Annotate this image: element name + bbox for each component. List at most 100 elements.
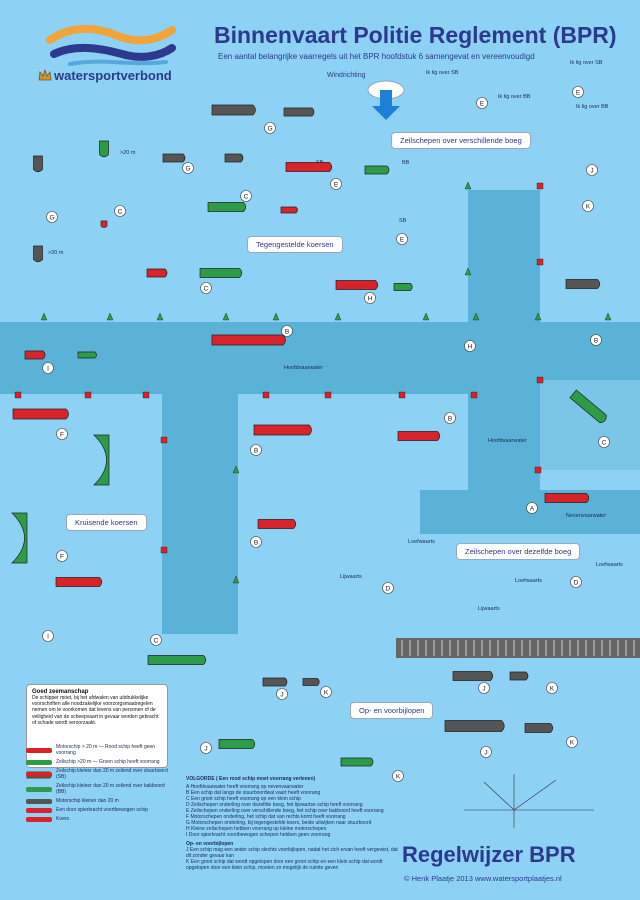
svg-text:C: C	[244, 193, 249, 200]
rules-order-list: A Hoofdvaarwater heeft voorrang op neven…	[186, 784, 402, 838]
marker-a-21: A	[526, 502, 538, 514]
rule-item-5: F Motorschepen onderling, het schip dat …	[186, 814, 346, 820]
marker-c-6: C	[200, 282, 212, 294]
label-ik-bb-2: Ik lig over BB	[576, 104, 609, 110]
marker-e-19: E	[572, 86, 584, 98]
legend-swatch-1	[26, 759, 52, 765]
ship-green-c	[207, 202, 247, 212]
svg-text:K: K	[550, 685, 555, 692]
buoy-19	[464, 267, 472, 276]
legend: Motorschip > 20 m — Rood schip heeft gee…	[26, 744, 176, 825]
brand-name: watersportverbond	[54, 68, 172, 83]
svg-text:K: K	[324, 689, 329, 696]
marker-c-20: C	[598, 436, 610, 448]
label-gt20-2: >20 m	[48, 250, 64, 256]
marker-c-4: C	[240, 190, 252, 202]
label-lijwaarts-2: Lijwaarts	[478, 606, 500, 612]
ship-grey-g2	[283, 107, 315, 117]
ship-grey-g4	[224, 153, 244, 163]
marker-h-11: H	[464, 340, 476, 352]
buoy-11	[84, 391, 92, 399]
svg-text:G: G	[267, 125, 272, 132]
legend-row-1: Zeilschip >20 m — Groen schip heeft voor…	[26, 759, 176, 765]
marker-b-14: B	[444, 412, 456, 424]
legend-text-4: Motorschip kleiner dan 20 m	[56, 798, 119, 804]
buoy-17	[536, 376, 544, 384]
marker-k-16: K	[582, 200, 594, 212]
ship-grey-j2	[452, 671, 494, 681]
svg-text:C: C	[204, 285, 209, 292]
svg-text:H: H	[368, 295, 373, 302]
ship-grey-vertical	[33, 155, 43, 173]
label-loefwaarts-3: Loefwaarts	[596, 562, 623, 568]
svg-text:F: F	[60, 553, 64, 560]
label-same-tack: Zeilschepen over dezelfde boeg	[456, 543, 581, 560]
ship-grey-j3	[444, 720, 505, 732]
crown-icon	[38, 68, 52, 81]
marker-e-8: E	[396, 233, 408, 245]
legend-row-3: Zeilschip kleiner dan 20 m zeilend over …	[26, 783, 176, 795]
legend-swatch-2	[26, 771, 52, 777]
buoy-24	[232, 465, 240, 474]
ship-grey-j	[262, 677, 288, 687]
legend-text-2: Zeilschip kleiner dan 20 m zeilend over …	[56, 768, 168, 780]
marker-j-32: J	[200, 742, 212, 754]
ship-grey-right	[565, 279, 601, 289]
ship-green-j4	[340, 757, 374, 767]
ship-red-small	[100, 220, 108, 228]
good-seamanship-box: Goed zeemanschap De schipper moet, bij h…	[26, 684, 168, 768]
marker-d-24: D	[382, 582, 394, 594]
marker-j-34: J	[480, 746, 492, 758]
ship-red-c2	[280, 206, 298, 214]
legend-row-6: Koers	[26, 816, 176, 822]
label-lijwaarts: Lijwaarts	[340, 574, 362, 580]
rules-overtaking-heading: Op- en voorbijlopen	[186, 841, 234, 847]
ship-grey-vertical-2	[33, 245, 43, 263]
rules-order: VOLGORDE ( Een rood schip moet voorrang …	[186, 776, 402, 871]
buoy-4	[272, 312, 280, 321]
legend-swatch-4	[26, 798, 52, 804]
ship-red-e	[285, 162, 333, 172]
svg-text:H: H	[468, 343, 473, 350]
buoy-26	[534, 466, 542, 474]
rule-item-6: G Motorschepen onderling, bij tegengeste…	[186, 820, 372, 826]
ship-green-e	[364, 165, 390, 175]
label-opposite-tack: Zeilschepen over verschillende boeg	[391, 132, 531, 149]
svg-text:E: E	[576, 89, 581, 96]
rule-item-0: A Hoofdvaarwater heeft voorrang op neven…	[186, 784, 304, 790]
ship-red-a	[544, 493, 590, 503]
rule-item-1: B Een schip dat langs de stuurboordwal v…	[186, 790, 321, 796]
legend-row-0: Motorschip > 20 m — Rood schip heeft gee…	[26, 744, 176, 756]
marker-k-31: K	[546, 682, 558, 694]
buoy-13	[262, 391, 270, 399]
ship-grey-k3	[524, 723, 554, 733]
svg-text:B: B	[285, 328, 289, 335]
label-main-fairway-2: Hoofdvaarwater	[488, 438, 527, 444]
marker-g-3: G	[264, 122, 276, 134]
svg-text:I: I	[47, 633, 49, 640]
svg-text:C: C	[602, 439, 607, 446]
marker-f-12: F	[56, 428, 68, 440]
side-fairway-right-branch	[540, 380, 640, 470]
svg-text:K: K	[570, 739, 575, 746]
jetty-posts	[401, 640, 635, 656]
wind-arrow-icon	[367, 80, 405, 120]
wind-label: Windrichting	[327, 72, 366, 79]
label-side-fairway: Nevenvaarwater	[566, 513, 607, 519]
marker-e-18: E	[476, 97, 488, 109]
ship-green-tilted	[569, 389, 607, 424]
label-ik-sb-2: Ik lig over SB	[570, 60, 603, 66]
svg-text:K: K	[586, 203, 591, 210]
footer-credit: © Henk Plaatje 2013 www.watersportplaatj…	[404, 874, 562, 883]
ship-grey-k	[302, 678, 320, 686]
marker-f-22: F	[56, 550, 68, 562]
ship-green-vertical-f	[93, 434, 110, 486]
svg-text:B: B	[254, 447, 258, 454]
marker-h-7: H	[364, 292, 376, 304]
svg-text:G: G	[49, 214, 54, 221]
label-opposite-courses: Tegengestelde koersen	[247, 236, 343, 253]
rule-item-2: C Een groot schip heeft voorrang op een …	[186, 796, 301, 802]
buoy-23	[160, 546, 168, 554]
